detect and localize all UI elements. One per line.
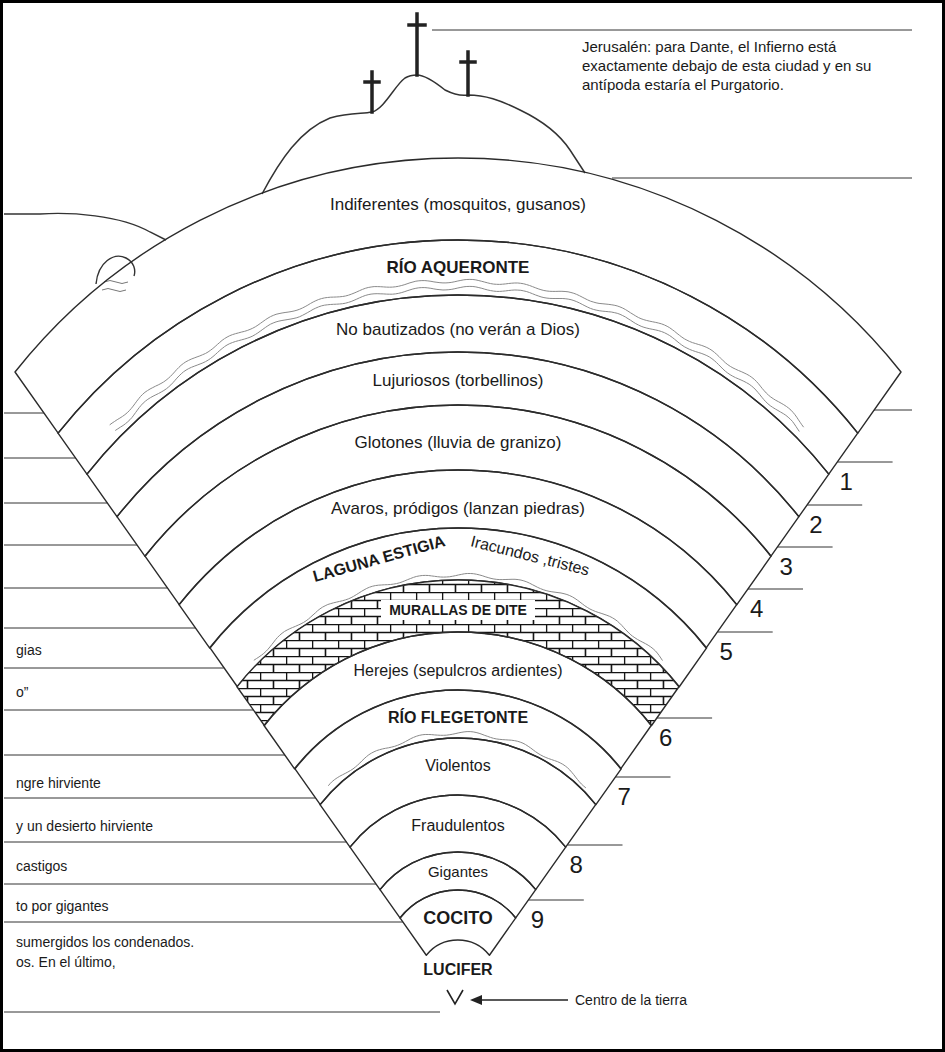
pointer-arrow bbox=[480, 999, 568, 1000]
region-label: LUCIFER bbox=[423, 961, 492, 979]
band-label: COCITO bbox=[423, 908, 493, 929]
band-label: No bautizados (no verán a Dios) bbox=[336, 320, 580, 340]
left-hill bbox=[4, 213, 166, 240]
jerusalem-hill bbox=[262, 75, 585, 194]
band-label: RÍO AQUERONTE bbox=[387, 258, 530, 278]
circle-number: 7 bbox=[617, 783, 630, 811]
river-mark bbox=[102, 281, 128, 292]
band-label: Avaros, pródigos (lanzan piedras) bbox=[331, 499, 585, 519]
band-label: Glotones (lluvia de granizo) bbox=[355, 433, 562, 453]
cropped-note: sumergidos los condenados. bbox=[16, 934, 194, 950]
arrow-head bbox=[470, 995, 482, 1005]
cropped-note: castigos bbox=[16, 858, 67, 874]
circle-number: 4 bbox=[750, 595, 763, 623]
three-crosses bbox=[365, 14, 475, 112]
cropped-note: o” bbox=[16, 684, 28, 700]
circle-number: 2 bbox=[809, 511, 822, 539]
band-label: LAGUNA ESTIGIA bbox=[311, 532, 447, 586]
cropped-note: y un desierto hirviente bbox=[16, 818, 153, 834]
band-label: Gigantes bbox=[428, 863, 488, 880]
band-label: Lujuriosos (torbellinos) bbox=[372, 371, 543, 391]
band-label: Herejes (sepulcros ardientes) bbox=[353, 662, 562, 680]
band-label: Iracundos ,tristes bbox=[469, 532, 592, 579]
circle-band: RÍO FLEGETONTE bbox=[292, 687, 624, 808]
cropped-note: ngre hirviente bbox=[16, 775, 101, 791]
circle-number: 9 bbox=[531, 906, 544, 934]
band-label: Fraudulentos bbox=[411, 817, 504, 835]
band-label: RÍO FLEGETONTE bbox=[388, 709, 528, 727]
band-label: Violentos bbox=[425, 757, 491, 775]
circle-band: Herejes (sepulcros ardientes) bbox=[261, 629, 654, 772]
circle-number: 3 bbox=[780, 553, 793, 581]
circle-number: 1 bbox=[839, 468, 852, 496]
circle-band: COCITO bbox=[397, 887, 519, 958]
band-label: Indiferentes (mosquitos, gusanos) bbox=[330, 195, 586, 215]
cave-mouth bbox=[96, 256, 135, 284]
cropped-note: gias bbox=[16, 642, 42, 658]
band-outline bbox=[292, 687, 624, 808]
circle-number: 5 bbox=[720, 638, 733, 666]
center-mark bbox=[447, 990, 463, 1004]
cropped-note: os. En el último, bbox=[16, 954, 116, 970]
band-label: MURALLAS DE DITE bbox=[381, 600, 535, 620]
circle-band: No bautizados (no verán a Dios) bbox=[84, 292, 832, 520]
cropped-note: to por gigantes bbox=[16, 898, 109, 914]
circle-band: MURALLAS DE DITE bbox=[234, 577, 682, 729]
pointer-label: Centro de la tierra bbox=[575, 992, 687, 1008]
leader-lines bbox=[4, 30, 912, 1012]
band-outline bbox=[261, 629, 654, 772]
note-text: Jerusalén: para Dante, el Infierno está … bbox=[582, 38, 904, 94]
circle-number: 6 bbox=[659, 724, 672, 752]
circle-number: 8 bbox=[569, 851, 582, 879]
